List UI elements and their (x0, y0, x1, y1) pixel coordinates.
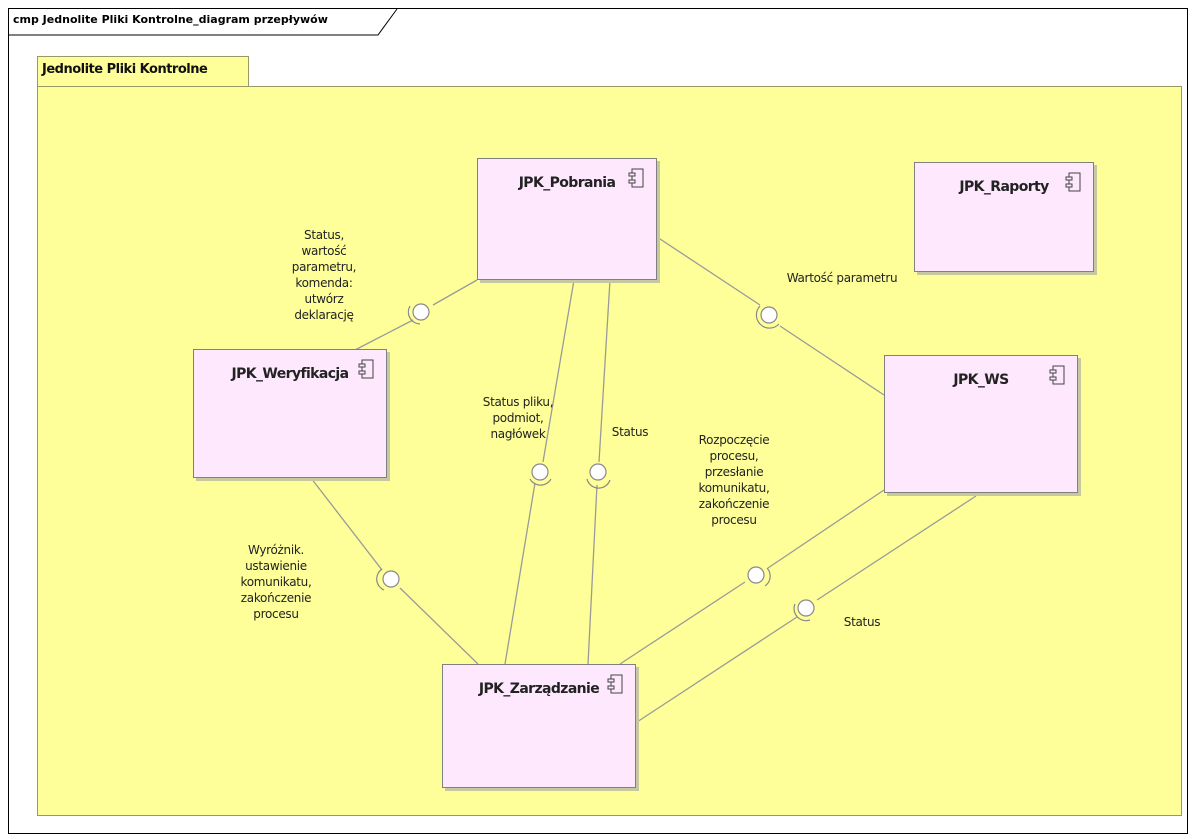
component-jpk-pobrania[interactable]: JPK_Pobrania (477, 158, 657, 280)
connector-label-weryfikacja-zarzadzanie: Wyróżnik. ustawienie komunikatu, zakończ… (240, 542, 311, 622)
label-line: komunikatu, (698, 481, 770, 495)
label-line: procesu, (709, 449, 759, 463)
label-line: Status pliku, (482, 395, 554, 409)
interface-ball-5 (382, 570, 400, 588)
connector-status-pliku-bottom (504, 482, 536, 665)
interface-socket-1 (407, 305, 421, 325)
component-name: JPK_Zarządzanie (478, 681, 600, 697)
connector-ws-zarz-bottom (619, 581, 746, 665)
connector-pobrania-ws (656, 236, 761, 306)
label-line: Wyróżnik. (247, 543, 305, 557)
interface-socket-7 (793, 603, 811, 622)
component-icon (628, 168, 644, 188)
label-line: Status, (304, 228, 344, 242)
label-line: podmiot, (492, 411, 544, 425)
label-line: zakończenie (698, 497, 770, 511)
component-jpk-ws[interactable]: JPK_WS (884, 355, 1078, 493)
connector-pobrania-weryfikacja-2 (354, 319, 414, 351)
component-name: JPK_WS (953, 372, 1009, 388)
label-line: procesu (253, 607, 299, 621)
package-tab[interactable] (37, 56, 249, 87)
connector-ws-status-bottom (636, 616, 798, 723)
interface-ball-1 (412, 303, 430, 321)
interface-ball-4 (589, 463, 607, 481)
label-line: przesłanie (704, 465, 764, 479)
component-name: JPK_Raporty (959, 179, 1049, 195)
connector-pobrania-weryfikacja (432, 279, 478, 306)
label-line: komunikatu, (240, 575, 312, 589)
connector-label-status-pliku: Status pliku, podmiot, nagłówek (482, 394, 554, 442)
label-line: parametru, (291, 260, 357, 274)
connector-status-mid-bottom (587, 484, 598, 665)
label-line: Status (843, 615, 881, 629)
interface-ball-6 (747, 566, 765, 584)
interface-socket-4 (586, 478, 611, 489)
connector-weryfikacja-bottom (399, 587, 479, 665)
interface-ball-2 (760, 306, 778, 324)
package-name: Jednolite Pliki Kontrolne (42, 62, 208, 77)
label-line: procesu (711, 513, 757, 527)
component-icon (1049, 365, 1065, 385)
label-line: komenda: (295, 276, 353, 290)
interface-socket-3 (529, 478, 552, 486)
component-jpk-weryfikacja[interactable]: JPK_Weryfikacja (193, 349, 387, 478)
connector-pobrania-ws-2 (779, 325, 885, 396)
interface-socket-6 (764, 567, 771, 587)
component-icon (1065, 172, 1081, 192)
connector-ws-zarz-top (767, 489, 885, 569)
connector-weryfikacja-top (310, 477, 383, 571)
interface-socket-5 (376, 568, 385, 591)
label-line: deklarację (294, 308, 354, 322)
label-line: wartość (301, 244, 347, 258)
label-line: Status (611, 425, 649, 439)
component-jpk-raporty[interactable]: JPK_Raporty (914, 162, 1094, 272)
connector-label-status-mid: Status (611, 424, 649, 440)
label-line: ustawienie (245, 559, 307, 573)
connector-label-ws-zarzadzanie: Rozpoczęcie procesu, przesłanie komunika… (698, 432, 769, 528)
connector-status-mid-top (598, 279, 611, 463)
component-icon (358, 359, 374, 379)
connector-label-pobrania-ws: Wartość parametru (787, 270, 898, 286)
component-icon (607, 674, 623, 694)
connector-ws-status-top (816, 495, 977, 601)
interface-ball-7 (797, 599, 815, 617)
label-line: zakończenie (240, 591, 312, 605)
label-line: utwórz (304, 292, 344, 306)
label-line: Wartość parametru (786, 271, 898, 285)
component-name: JPK_Pobrania (518, 175, 616, 191)
connector-status-pliku-top (542, 279, 575, 463)
interface-ball-3 (531, 463, 549, 481)
interface-socket-2 (755, 305, 780, 329)
component-name: JPK_Weryfikacja (231, 366, 350, 382)
connector-label-status-right: Status (843, 614, 881, 630)
label-line: Rozpoczęcie (698, 433, 770, 447)
label-line: nagłówek (490, 427, 546, 441)
diagram-title: cmp Jednolite Pliki Kontrolne_diagram pr… (13, 13, 328, 26)
connector-label-pobrania-weryfikacja: Status, wartość parametru, komenda: utwó… (291, 227, 357, 323)
component-jpk-zarzadzanie[interactable]: JPK_Zarządzanie (442, 664, 636, 788)
